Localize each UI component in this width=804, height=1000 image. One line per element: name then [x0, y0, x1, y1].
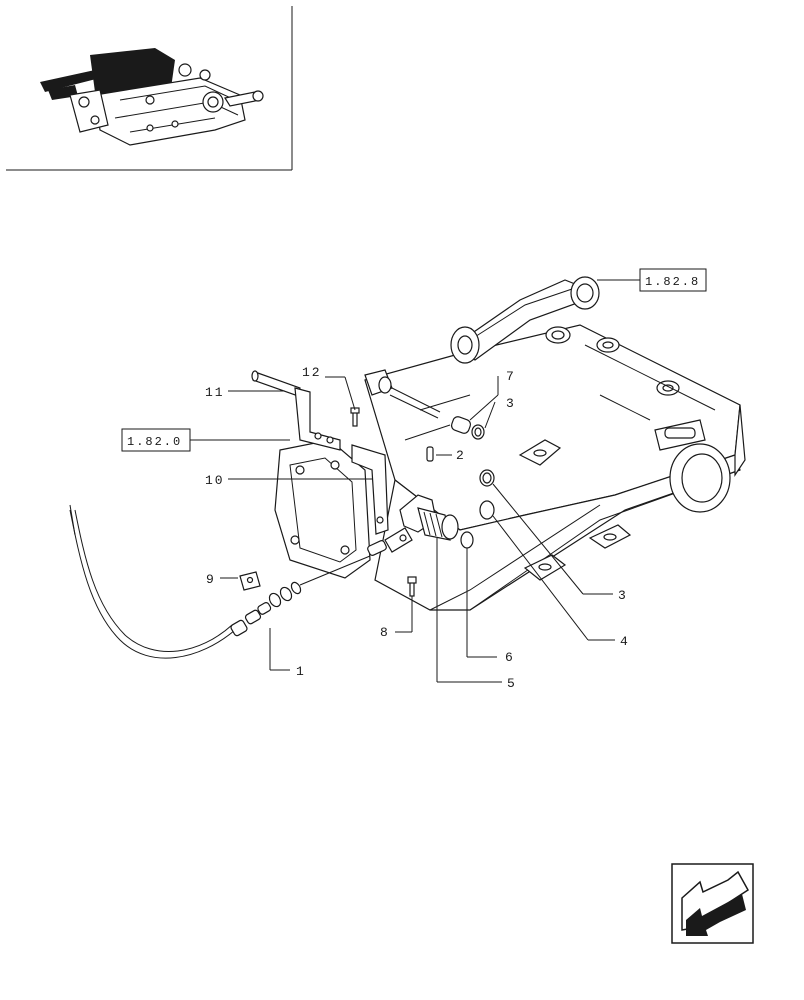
back-arrow-icon[interactable]: [671, 863, 754, 944]
cover-plate: [274, 439, 371, 579]
callout-9: 9: [206, 572, 216, 587]
lift-arm: [450, 276, 600, 364]
callout-2: 2: [456, 448, 466, 463]
callout-8: 8: [380, 625, 390, 640]
o-ring: [479, 500, 495, 520]
lift-housing-thumbnail-icon: [40, 48, 264, 146]
control-rod: [251, 370, 341, 451]
callout-4: 4: [620, 634, 630, 649]
ring-part-6: [460, 531, 474, 549]
reference-label: 1.82.0: [127, 435, 182, 449]
pin-part-2: [426, 446, 434, 462]
callout-3-bottom: 3: [618, 588, 628, 603]
support-bracket: [351, 444, 389, 535]
callout-11: 11: [205, 385, 225, 400]
callout-12: 12: [302, 365, 322, 380]
clip-part-9: [239, 571, 261, 591]
callout-1: 1: [296, 664, 306, 679]
control-cable: [69, 504, 413, 659]
callout-6: 6: [505, 650, 515, 665]
reference-box-1-82-8[interactable]: 1.82.8: [639, 268, 707, 292]
snap-ring: [479, 469, 495, 487]
cable-fitting: [399, 494, 459, 541]
lift-housing: [364, 324, 746, 611]
small-screw: [350, 407, 360, 427]
leader-lines: [190, 279, 640, 683]
reference-box-1-82-0[interactable]: 1.82.0: [121, 428, 191, 452]
callout-7: 7: [506, 369, 516, 384]
callout-10: 10: [205, 473, 225, 488]
callout-5: 5: [507, 676, 517, 691]
pin-part-7: [364, 369, 485, 440]
reference-label: 1.82.8: [645, 275, 700, 289]
callout-3-top: 3: [506, 396, 516, 411]
thumbnail-frame: [6, 6, 293, 171]
